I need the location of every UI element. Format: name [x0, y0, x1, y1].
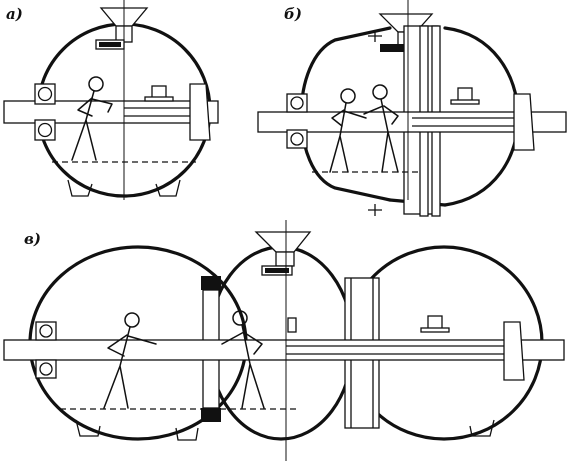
- panel-v-joint-top: [201, 276, 221, 290]
- panel-v-hatch-bar: [265, 268, 289, 273]
- panel-b: б): [257, 0, 567, 217]
- panel-a-bearing-bottom-ring: [37, 122, 53, 138]
- panel-v-foot-mid: [175, 427, 199, 441]
- panel-v-foot-right: [469, 419, 495, 437]
- panel-b-bearing-top: [286, 93, 308, 113]
- panel-a-right-flange: [189, 83, 211, 141]
- panel-b-bearing-top-ring: [290, 96, 304, 110]
- panel-b-right-flange: [513, 93, 535, 151]
- panel-v-bearing-top-ring: [39, 324, 53, 338]
- panel-b-label: б): [284, 5, 302, 23]
- panel-v-worker-figure-1: [103, 312, 157, 409]
- panel-v-hopper-neck: [275, 251, 295, 267]
- panel-v-grinding-base-1: [420, 327, 450, 333]
- panel-a: а): [3, 0, 219, 200]
- panel-b-bearing-bottom: [286, 129, 308, 149]
- panel-b-bolt-top: [368, 30, 382, 42]
- panel-b-bolt-bottom: [368, 204, 382, 216]
- panel-a-hatch-bar: [99, 42, 121, 47]
- panel-a-bearing-top-ring: [37, 86, 53, 102]
- panel-v-right-flange: [503, 321, 525, 381]
- panel-v-foot-left: [75, 419, 101, 437]
- panel-b-grinding-base: [450, 99, 480, 105]
- panel-v-bearing-top: [35, 321, 57, 341]
- panel-a-label: а): [6, 5, 23, 23]
- panel-v: в): [3, 220, 565, 461]
- panel-a-grinding-base: [144, 96, 174, 102]
- panel-b-bearing-bottom-ring: [290, 132, 304, 146]
- panel-b-shaft: [257, 111, 567, 133]
- panel-a-worker-figure: [71, 76, 113, 161]
- panel-v-bearing-bottom-ring: [39, 362, 53, 376]
- panel-a-left-foot: [67, 179, 93, 197]
- panel-v-worker-figure-2: [221, 310, 265, 409]
- panel-v-grinding-body-2: [287, 317, 297, 333]
- panel-v-joint-bottom: [201, 408, 221, 422]
- panel-a-right-foot: [155, 179, 181, 197]
- panel-b-worker-figure-2: [363, 84, 399, 173]
- panel-b-worker-figure-1: [329, 88, 367, 173]
- panel-a-shaft: [3, 100, 219, 124]
- panel-b-hatch: [380, 44, 408, 52]
- panel-v-label: в): [24, 230, 41, 248]
- panel-v-shaft: [3, 339, 565, 361]
- panel-v-bearing-bottom: [35, 359, 57, 379]
